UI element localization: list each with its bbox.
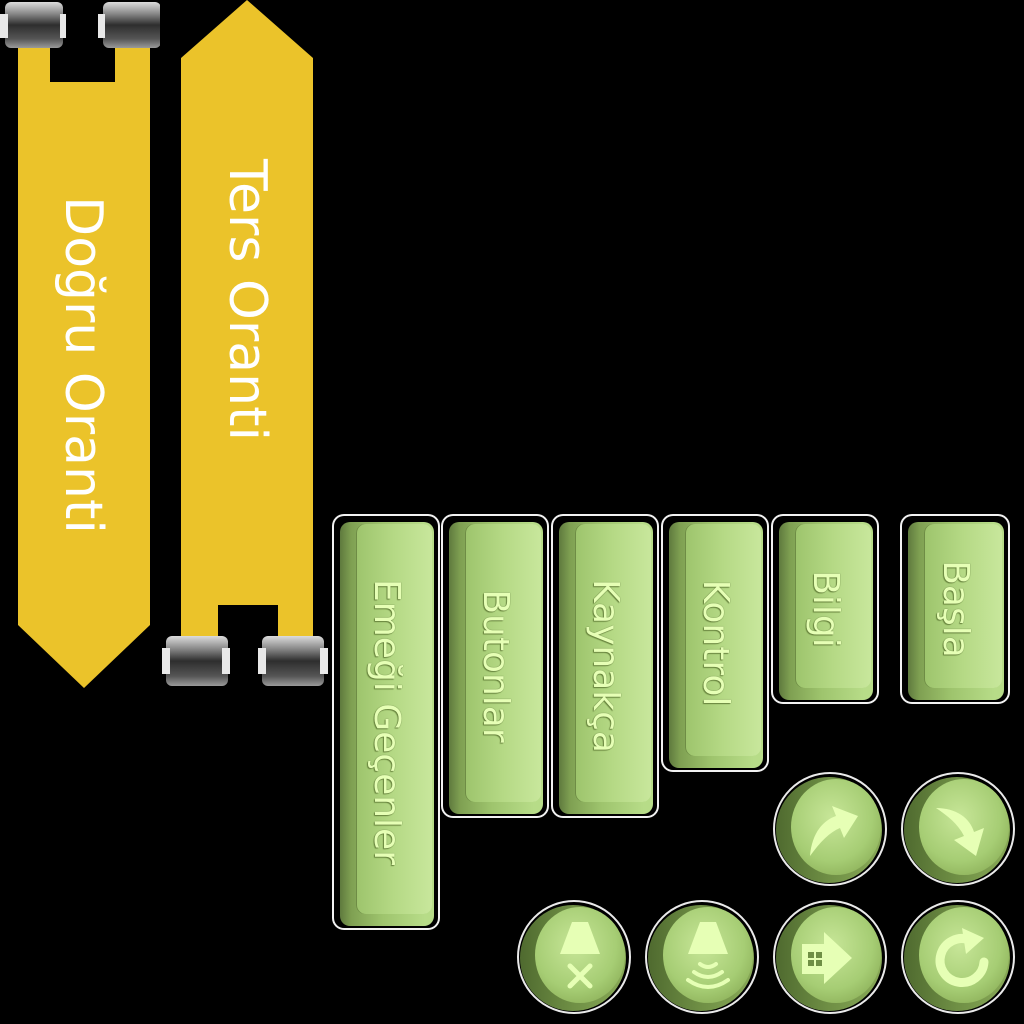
info-button[interactable]: Bilgi (773, 516, 877, 702)
direct-proportion-banner[interactable]: Doğru Oranti (0, 0, 160, 700)
sound-off-button[interactable] (516, 898, 634, 1016)
home-button[interactable] (772, 898, 890, 1016)
direct-proportion-banner-shape (0, 2, 160, 688)
contributors-label: Emeği Geçenler (366, 578, 407, 866)
restart-icon (901, 900, 1015, 1014)
turn-down-arrow-icon (901, 772, 1015, 886)
speaker-on-icon (645, 900, 759, 1014)
redo-up-arrow-icon (773, 772, 887, 886)
buttons-button[interactable]: Butonlar (443, 516, 547, 816)
redo-button[interactable] (772, 770, 890, 888)
control-button[interactable]: Kontrol (663, 516, 767, 770)
start-button[interactable]: Başla (902, 516, 1008, 702)
speaker-muted-icon (517, 900, 631, 1014)
inverse-proportion-label: Ters Oranti (217, 159, 277, 441)
next-button[interactable] (900, 770, 1018, 888)
references-label: Kaynakça (585, 579, 626, 753)
home-icon (773, 900, 887, 1014)
info-label: Bilgi (805, 570, 846, 648)
inverse-proportion-banner[interactable]: Ters Oranti (160, 0, 330, 700)
contributors-button[interactable]: Emeği Geçenler (334, 516, 438, 928)
direct-proportion-label: Doğru Oranti (53, 196, 113, 534)
control-label: Kontrol (695, 579, 736, 707)
buttons-label: Butonlar (475, 589, 516, 743)
start-label: Başla (935, 560, 976, 658)
sound-on-button[interactable] (644, 898, 762, 1016)
references-button[interactable]: Kaynakça (553, 516, 657, 816)
restart-button[interactable] (900, 898, 1018, 1016)
inverse-proportion-banner-shape (162, 0, 328, 686)
